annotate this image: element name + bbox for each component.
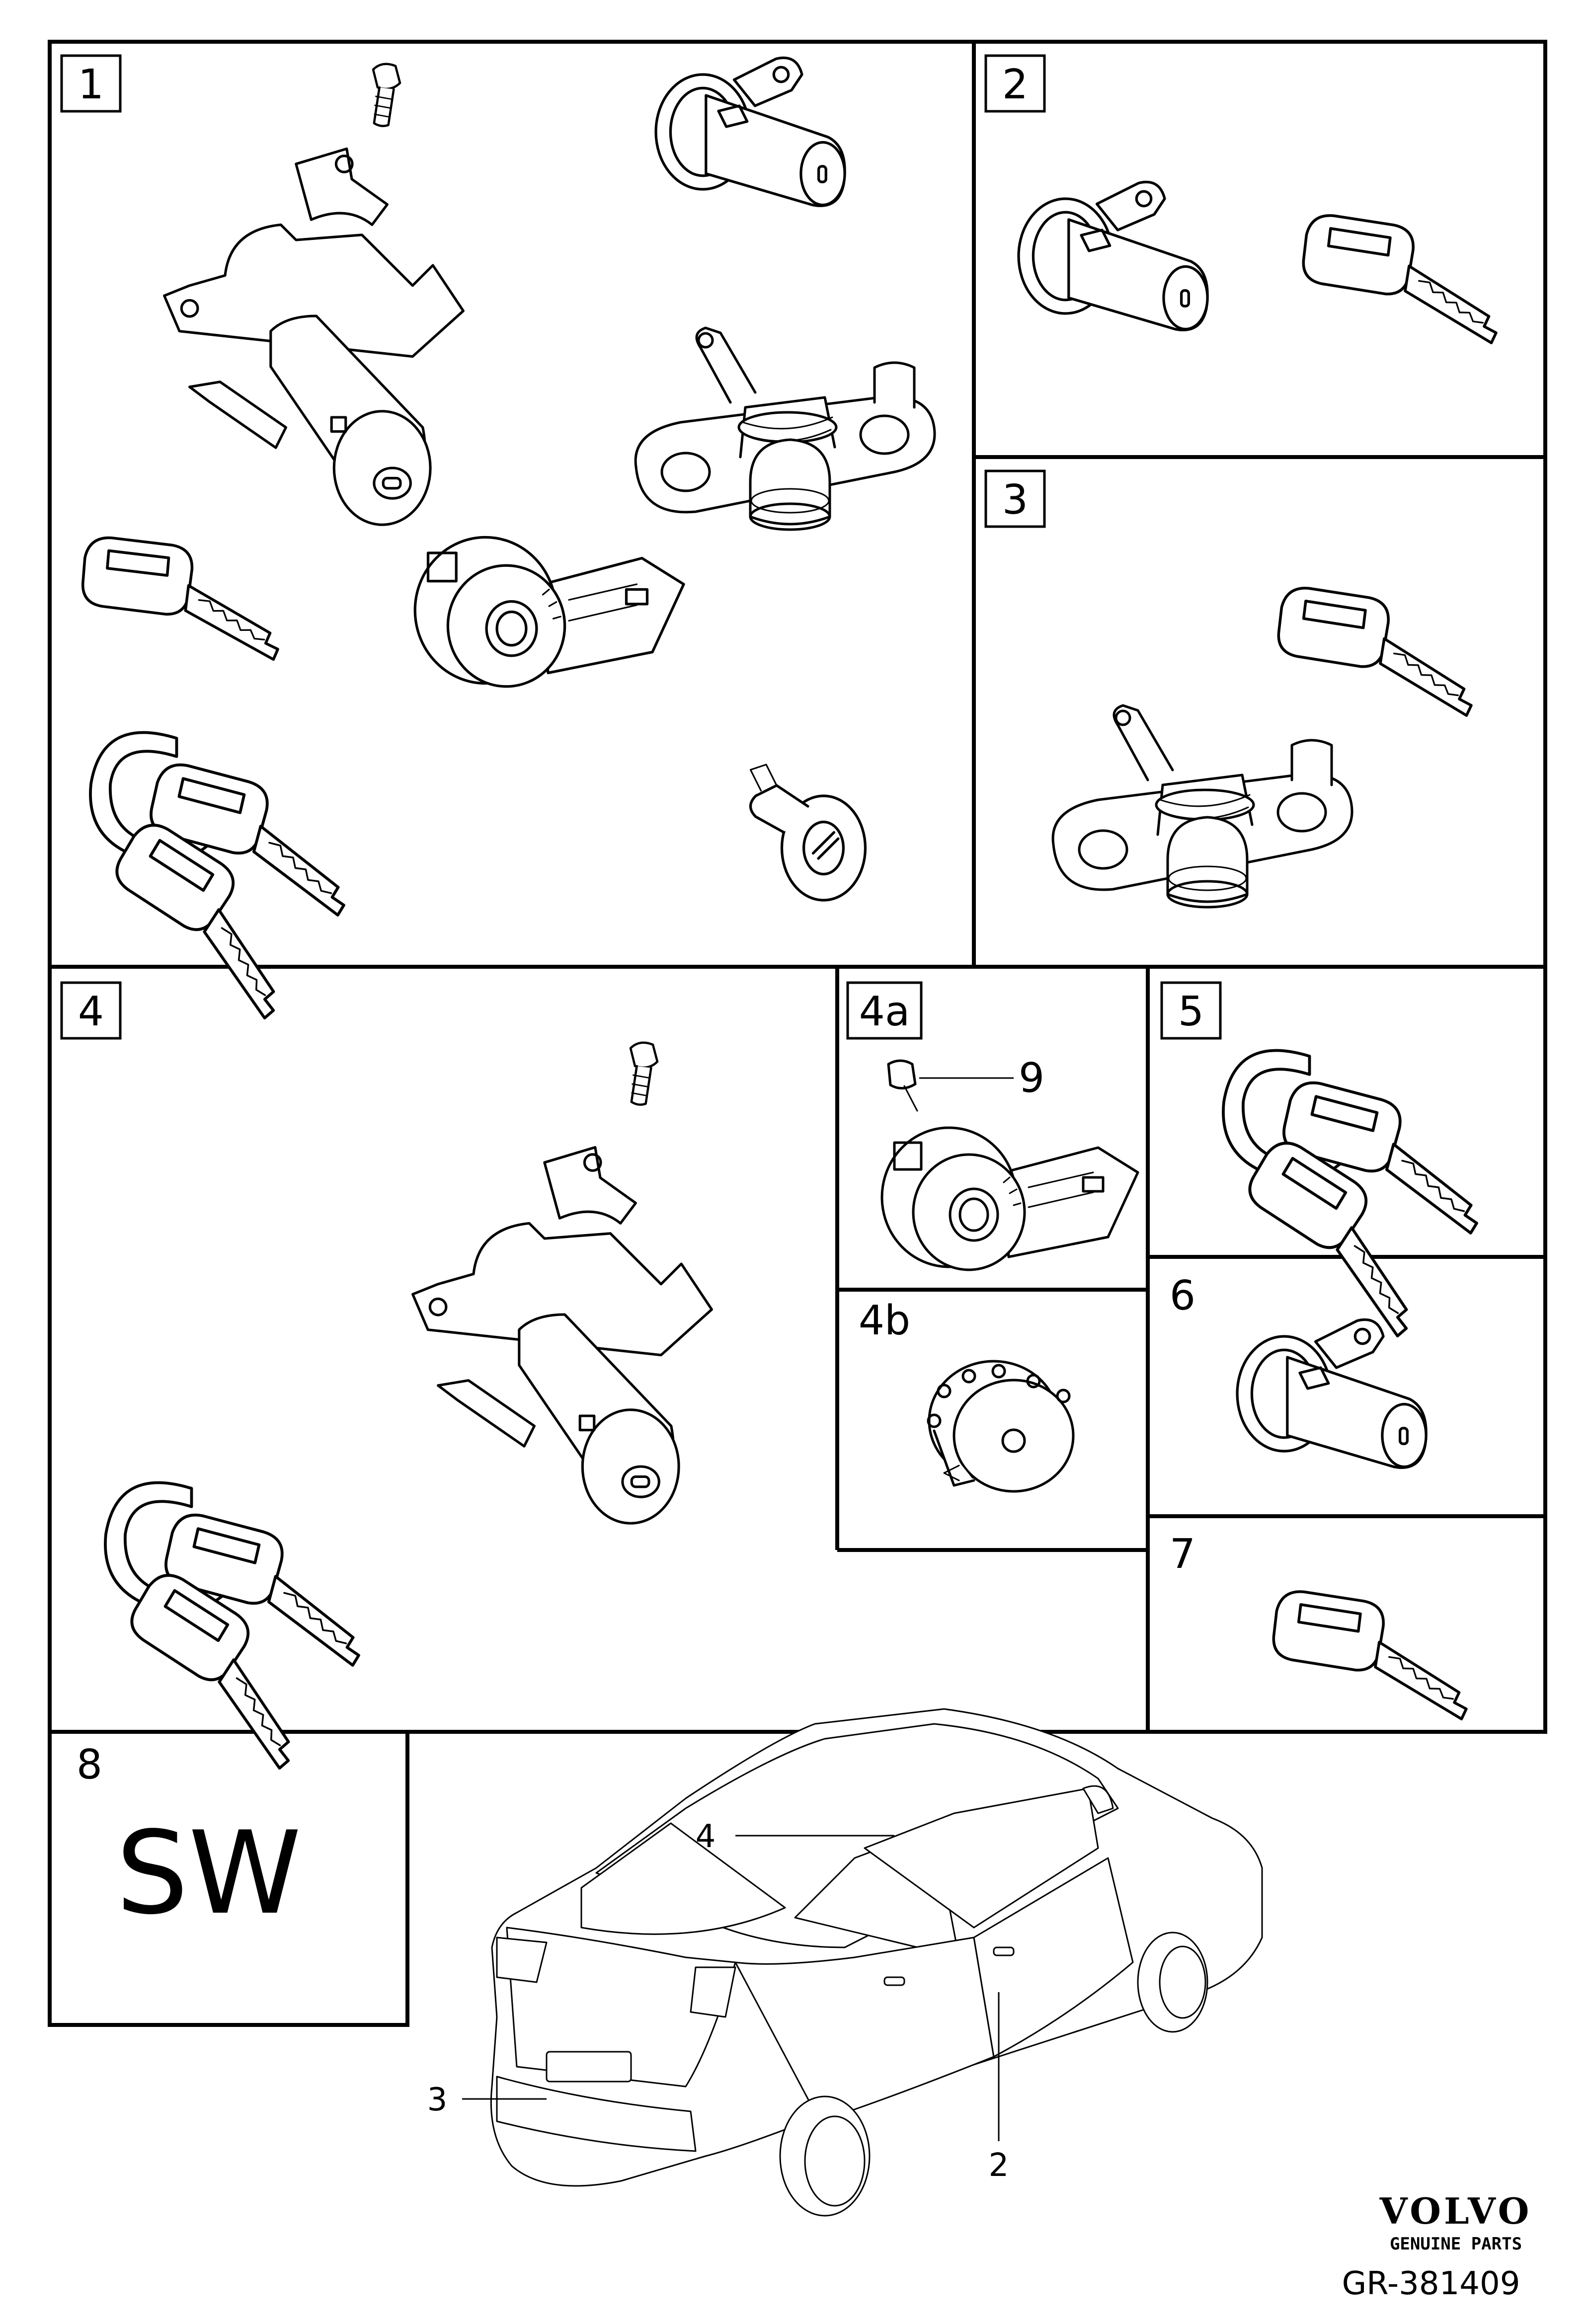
panel-label-2: 2 — [1002, 61, 1028, 108]
panel-7: 7 — [1170, 1531, 1195, 1578]
panel-4a: 4a — [846, 981, 923, 1040]
panel-3-parts — [1053, 578, 1491, 907]
panel-label-4b: 4b — [859, 1297, 910, 1344]
panel-4-parts — [105, 1043, 712, 1770]
panel-4a-parts: 9 — [882, 1055, 1138, 1270]
panel-label-7: 7 — [1170, 1531, 1195, 1578]
brand-name: VOLVO — [1379, 2190, 1532, 2232]
panel-1-parts — [73, 58, 935, 1019]
panel-8: 8 SW — [77, 1741, 302, 1940]
door-lock-cylinder-icon — [1019, 182, 1207, 330]
panel-3: 3 — [984, 469, 1046, 528]
panel-4: 4 — [60, 981, 122, 1040]
panel-8-code: SW — [116, 1807, 301, 1940]
key-icon — [1262, 1581, 1486, 1719]
panel-1: 1 — [60, 54, 122, 113]
brand-block: VOLVO GENUINE PARTS GR-381409 — [1342, 2190, 1532, 2302]
key-ring-icon — [105, 1483, 388, 1770]
panel-label-1: 1 — [78, 61, 104, 108]
steering-lock-housing-icon — [413, 1147, 712, 1523]
panel-label-8: 8 — [77, 1741, 102, 1788]
key-icon — [1292, 205, 1515, 343]
screw-icon — [887, 1059, 917, 1089]
bolt-icon — [373, 64, 400, 126]
car-illustration — [490, 1708, 1263, 2217]
panel-7-parts — [1262, 1581, 1486, 1719]
panel-label-6: 6 — [1170, 1272, 1195, 1319]
ignition-switch-icon — [415, 538, 684, 687]
callout-car-4: 4 — [696, 1818, 716, 1855]
ignition-contact-icon — [927, 1360, 1075, 1493]
trunk-lock-icon — [1053, 705, 1352, 907]
panel-6: 6 — [1170, 1272, 1195, 1319]
callout-car-2: 2 — [989, 2147, 1009, 2184]
door-lock-cylinder-icon — [1237, 1319, 1426, 1468]
panel-2-parts — [1019, 182, 1515, 343]
panel-label-5: 5 — [1178, 988, 1204, 1035]
steering-lock-housing-icon — [164, 149, 464, 525]
ignition-switch-icon — [882, 1128, 1138, 1270]
panel-6-parts — [1237, 1319, 1426, 1468]
panel-label-4a: 4a — [859, 988, 910, 1035]
panel-2: 2 — [984, 54, 1046, 113]
license-plate-icon — [546, 2051, 632, 2083]
key-ring-icon — [1223, 1051, 1506, 1337]
car-callouts: 4 3 2 — [427, 1818, 1009, 2184]
glovebox-lock-icon — [751, 765, 866, 900]
bolt-icon — [631, 1043, 657, 1105]
panel-5: 5 — [1160, 981, 1222, 1040]
reference-code: GR-381409 — [1342, 2265, 1520, 2302]
callout-car-3: 3 — [427, 2082, 448, 2118]
panel-label-4: 4 — [78, 988, 104, 1035]
callout-9: 9 — [1019, 1055, 1044, 1102]
panel-5-parts — [1223, 1051, 1506, 1337]
brand-tagline: GENUINE PARTS — [1390, 2234, 1522, 2254]
panel-4b: 4b — [859, 1297, 910, 1344]
trunk-lock-icon — [636, 328, 935, 530]
key-icon — [73, 528, 295, 660]
panel-label-3: 3 — [1002, 476, 1028, 524]
door-lock-cylinder-icon — [656, 58, 845, 206]
key-ring-icon — [90, 733, 373, 1019]
panel-4b-parts — [927, 1360, 1075, 1493]
key-icon — [1267, 578, 1491, 716]
